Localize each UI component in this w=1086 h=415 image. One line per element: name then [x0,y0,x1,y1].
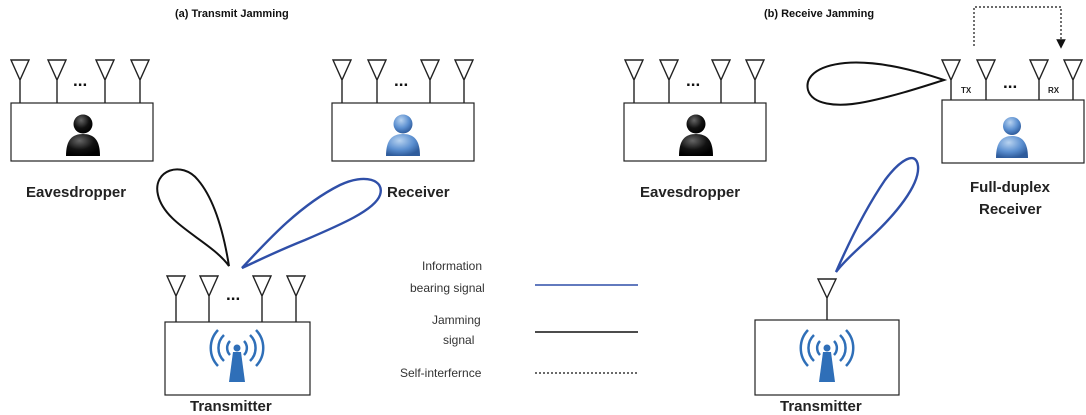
wifi-icon-a [209,329,265,382]
eavesdropper-a-user-icon [66,114,100,156]
receiver-a-antennas [331,59,475,103]
receiver-a-node: ... [331,59,475,162]
tx-label: TX [961,86,972,95]
legend-info-label-line1: Information [422,259,482,273]
transmitter-a-node: ... [164,275,311,396]
wifi-icon-b [799,329,855,382]
panel-b-title: (b) Receive Jamming [764,8,874,20]
eavesdropper-a-label: Eavesdropper [26,184,126,201]
transmitter-b-node [754,278,900,396]
transmitter-a-label: Transmitter [190,398,272,415]
legend-self-interference-label: Self-interfernce [400,366,482,380]
legend-jam-label-line2: signal [443,333,474,347]
full-duplex-receiver-label-line2: Receiver [979,201,1042,218]
transmitter-b-label: Transmitter [780,398,862,415]
eavesdropper-b-user-icon [679,114,713,156]
eavesdropper-a-antennas [9,59,151,103]
rx-label: RX [1048,86,1060,95]
self-interference-loop [973,6,1066,49]
full-duplex-receiver-node: TX ... RX [940,59,1085,164]
eavesdropper-b-ellipsis: ... [686,71,700,90]
receiver-a-user-icon [386,114,420,156]
panel-a-title: (a) Transmit Jamming [175,8,289,20]
eavesdropper-b-label: Eavesdropper [640,184,740,201]
full-duplex-receiver-antennas [940,59,1084,100]
eavesdropper-a-node: ... [9,59,154,162]
receiver-a-ellipsis: ... [394,71,408,90]
transmitter-b-antenna [816,278,838,320]
eavesdropper-b-node: ... [623,59,767,162]
jamming-beam-a [156,168,230,267]
full-duplex-receiver-label-line1: Full-duplex [970,179,1051,196]
legend-jam-label-line1: Jamming [432,313,481,327]
legend-info-label-line2: bearing signal [410,281,485,295]
eavesdropper-a-ellipsis: ... [73,71,87,90]
full-duplex-receiver-user-icon [996,117,1028,158]
transmitter-a-ellipsis: ... [226,285,240,304]
eavesdropper-b-antennas [623,59,766,103]
receiver-a-label: Receiver [387,184,450,201]
jamming-beam-b [806,61,948,106]
legend: Information bearing signal Jamming signa… [400,259,638,380]
info-beam-b [834,156,920,273]
transmitter-a-antennas [165,275,307,322]
info-beam-a [241,177,382,270]
full-duplex-receiver-ellipsis: ... [1003,73,1017,92]
